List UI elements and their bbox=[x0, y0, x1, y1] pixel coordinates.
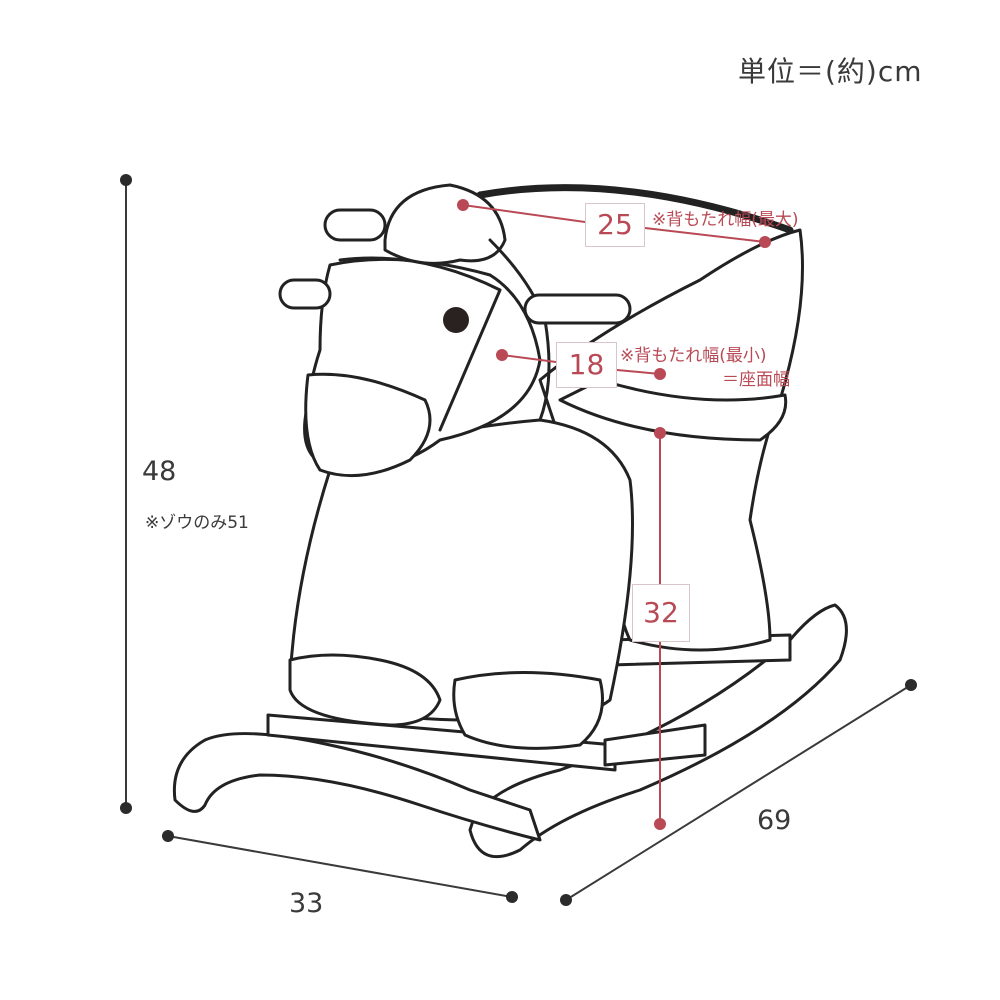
unit-label: 単位＝(約)cm bbox=[738, 55, 923, 88]
backrest-max-note: ※背もたれ幅(最大) bbox=[652, 210, 799, 230]
horse-muzzle bbox=[304, 372, 432, 478]
horse-front-leg-right bbox=[452, 671, 604, 750]
horse-ear bbox=[383, 183, 507, 265]
seat-cushion bbox=[558, 378, 788, 442]
handle-top bbox=[323, 208, 387, 242]
horse-eye bbox=[443, 307, 469, 333]
backrest-min-box: 18 bbox=[556, 342, 617, 388]
horse-bridle bbox=[338, 256, 502, 432]
handle-left bbox=[278, 278, 332, 310]
rocker-front bbox=[172, 732, 542, 842]
backrest-max-box: 25 bbox=[585, 203, 645, 247]
height-dimension: 48 bbox=[142, 456, 177, 487]
handle-right bbox=[523, 293, 632, 325]
backrest-min-note: ※背もたれ幅(最小) bbox=[620, 346, 767, 366]
width-dimension: 33 bbox=[289, 888, 324, 919]
seat-height-box: 32 bbox=[632, 584, 690, 642]
back-handle bbox=[476, 184, 794, 234]
seat-width-note: ＝座面幅 bbox=[722, 370, 790, 390]
elephant-height-note: ※ゾウのみ51 bbox=[145, 513, 249, 533]
base-slat-right bbox=[603, 723, 707, 767]
horse-front-leg-left bbox=[288, 653, 442, 727]
length-dimension: 69 bbox=[757, 805, 792, 836]
